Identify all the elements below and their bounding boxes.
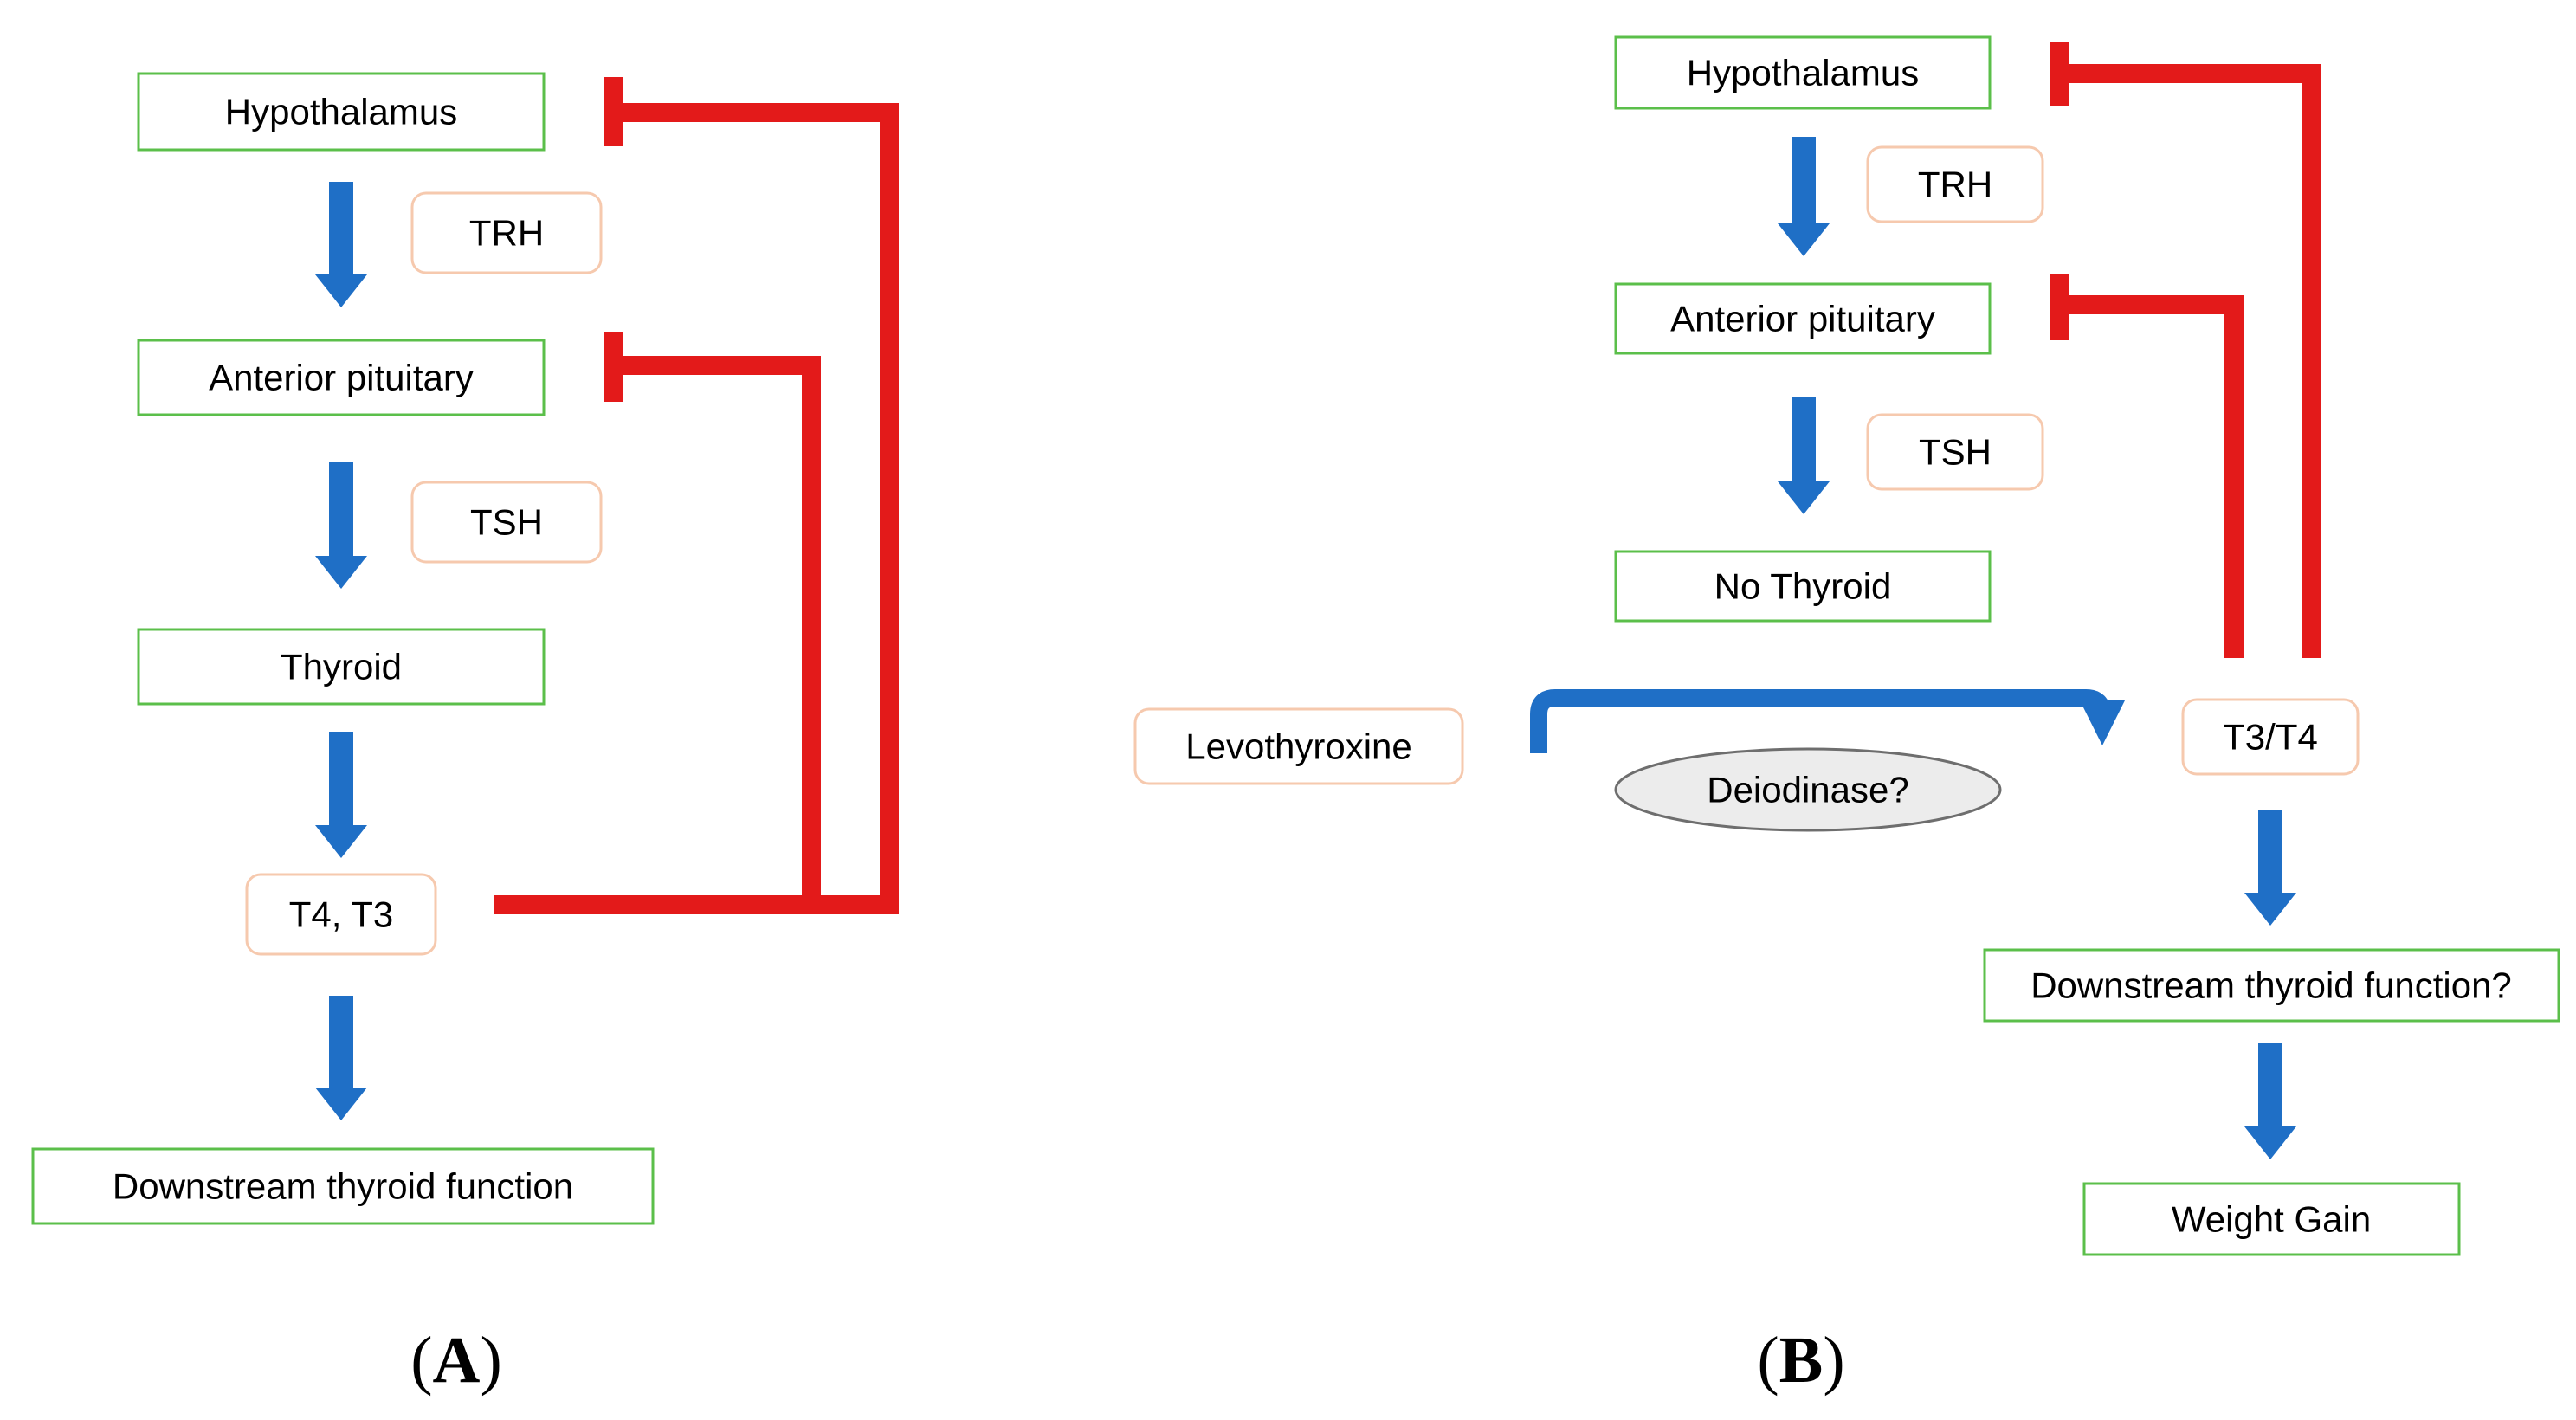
panel-b-deiodinase-label: Deiodinase? bbox=[1707, 770, 1909, 810]
panel-a-anterior-pituitary-box bbox=[137, 339, 546, 416]
panel-a-downstream-box bbox=[31, 1147, 655, 1225]
panel-b-anterior-pituitary-box bbox=[1614, 282, 1992, 355]
panel-a-arrow-t4-t3-to-downstream bbox=[315, 996, 367, 1120]
panel-a-downstream-label: Downstream thyroid function bbox=[113, 1166, 573, 1207]
panel-b-hypothalamus-label: Hypothalamus bbox=[1687, 53, 1919, 94]
panel-b-levothyroxine-box bbox=[1133, 707, 1464, 785]
panel-b-inhibition-to-anterior-pituitary bbox=[2059, 295, 2244, 658]
panel-b-levothyroxine-label: Levothyroxine bbox=[1185, 726, 1412, 767]
panel-b-label-letter: B bbox=[1779, 1324, 1824, 1397]
panel-a-arrow-hypothalamus-to-pituitary bbox=[315, 182, 367, 307]
panel-b-label-close-paren: ) bbox=[1823, 1324, 1844, 1397]
panel-a-t4-t3-box bbox=[245, 873, 437, 956]
panel-b-arrow-downstream-to-weight-gain bbox=[2244, 1043, 2296, 1159]
panel-a-inhibition-to-anterior-pituitary bbox=[613, 356, 821, 905]
panel-a-thyroid-box bbox=[137, 628, 546, 706]
panel-b: Hypothalamus TRH Anterior pituitary TSH … bbox=[1133, 36, 2560, 1397]
panel-a-trh-label: TRH bbox=[469, 213, 544, 254]
panel-a-label-close-paren: ) bbox=[480, 1324, 501, 1397]
panel-b-downstream-label: Downstream thyroid function? bbox=[2030, 965, 2512, 1006]
panel-b-label-open-paren: ( bbox=[1757, 1324, 1779, 1397]
panel-b-anterior-pituitary-label: Anterior pituitary bbox=[1670, 299, 1935, 339]
panel-a-label-open-paren: ( bbox=[410, 1324, 432, 1397]
panel-a-label: (A) bbox=[410, 1324, 502, 1397]
panel-b-no-thyroid-label: No Thyroid bbox=[1714, 566, 1892, 607]
panel-b-hypothalamus-box bbox=[1614, 36, 1992, 110]
panel-b-t3-t4-box bbox=[2181, 698, 2360, 776]
panel-a-trh-box bbox=[410, 191, 603, 274]
panel-a-label-letter: A bbox=[433, 1324, 481, 1397]
panel-b-arrow-t3-t4-to-downstream bbox=[2244, 810, 2296, 926]
panel-b-weight-gain-label: Weight Gain bbox=[2172, 1199, 2371, 1240]
panel-b-arrow-levothyroxine-to-t3-t4 bbox=[1530, 689, 2125, 753]
panel-a-t4-t3-label: T4, T3 bbox=[289, 894, 394, 935]
panel-b-weight-gain-box bbox=[2082, 1182, 2461, 1256]
panel-a-arrow-thyroid-to-t4-t3 bbox=[315, 732, 367, 858]
panel-b-trh-box bbox=[1866, 145, 2044, 223]
panel-a-hypothalamus-label: Hypothalamus bbox=[225, 92, 457, 132]
panel-a-anterior-pituitary-label: Anterior pituitary bbox=[209, 358, 474, 398]
panel-a-tsh-box bbox=[410, 481, 603, 564]
panel-b-tsh-box bbox=[1866, 413, 2044, 491]
panel-b-deiodinase-ellipse bbox=[1614, 747, 2002, 832]
panel-a: Hypothalamus TRH Anterior pituitary TSH … bbox=[31, 72, 899, 1397]
panel-b-downstream-box bbox=[1983, 948, 2560, 1023]
panel-b-tsh-label: TSH bbox=[1919, 432, 1992, 473]
panel-b-no-thyroid-box bbox=[1614, 550, 1992, 623]
panel-a-inhibition-bar-hypothalamus bbox=[604, 77, 623, 146]
panel-a-tsh-label: TSH bbox=[470, 502, 543, 543]
panel-a-hypothalamus-box bbox=[137, 72, 546, 152]
panel-b-inhibition-bar-anterior-pituitary bbox=[2050, 274, 2069, 340]
panel-b-inhibition-bar-hypothalamus bbox=[2050, 42, 2069, 106]
panel-b-t3-t4-label: T3/T4 bbox=[2223, 717, 2318, 758]
panel-a-inhibition-bar-anterior-pituitary bbox=[604, 332, 623, 402]
panel-b-trh-label: TRH bbox=[1918, 165, 1992, 205]
panel-a-arrow-pituitary-to-thyroid bbox=[315, 462, 367, 589]
panel-a-thyroid-label: Thyroid bbox=[281, 647, 402, 687]
panel-a-inhibition-to-hypothalamus bbox=[494, 103, 899, 914]
panel-b-arrow-pituitary-to-no-thyroid bbox=[1778, 397, 1830, 514]
panel-b-arrow-hypothalamus-to-pituitary bbox=[1778, 137, 1830, 256]
panel-b-label: (B) bbox=[1757, 1324, 1844, 1397]
panel-b-inhibition-to-hypothalamus bbox=[2059, 64, 2321, 658]
